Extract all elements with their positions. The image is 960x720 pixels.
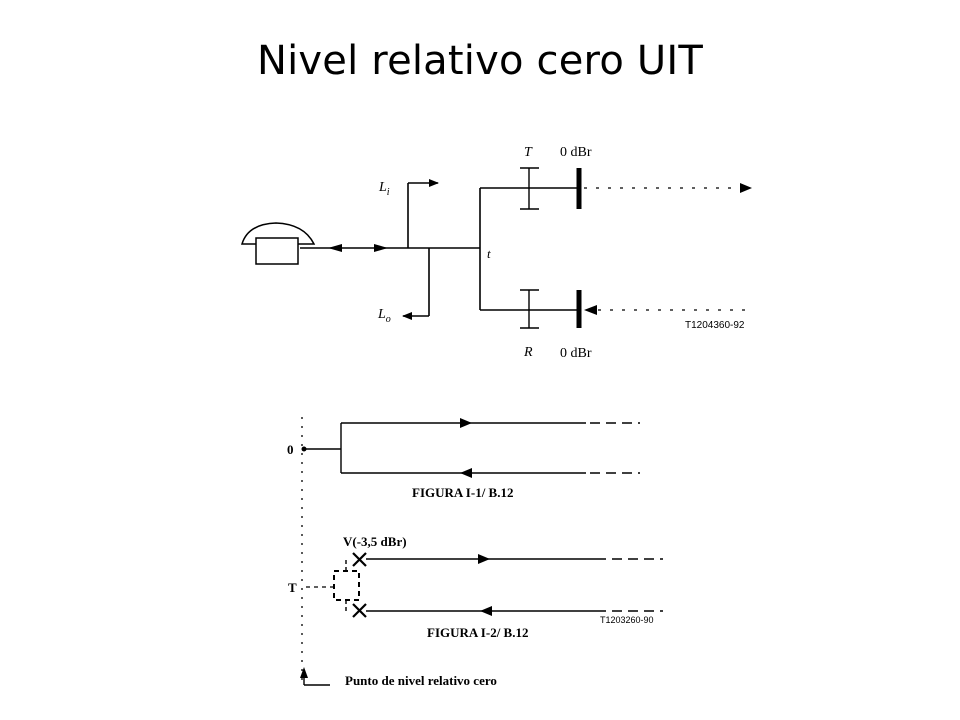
telephone-icon	[240, 222, 316, 265]
footer-pointer-arrow	[300, 667, 308, 678]
cross-mark-lower	[352, 603, 367, 618]
label-T: T	[524, 145, 533, 160]
label-zero: 0	[287, 442, 294, 457]
label-Li-main: L	[378, 180, 387, 195]
figure-code-top: T1204360-92	[685, 320, 745, 331]
fig1-lower-arrow	[460, 468, 472, 478]
transmit-arrowhead	[740, 183, 752, 193]
pad-dashed-box	[333, 570, 360, 601]
cross-mark-upper	[352, 552, 367, 567]
label-T-bottom: T	[288, 580, 297, 595]
bottom-level-diagram: 0 FIGURA I-1/ B.12 V(-3,5 dBr) T FIGURA …	[287, 417, 663, 688]
label-Li: Li	[378, 180, 390, 198]
fig2-upper-arrow	[478, 554, 490, 564]
label-Lo: Lo	[377, 307, 391, 325]
phone-link-arrow-right	[374, 244, 388, 252]
figure-code-bottom: T1203260-90	[600, 615, 654, 625]
top-circuit-diagram: T 0 dBr R 0 dBr t Li Lo T1204360-92	[240, 145, 752, 361]
fig1-upper-arrow	[460, 418, 472, 428]
caption-fig2: FIGURA I-2/ B.12	[427, 625, 528, 640]
caption-fig1: FIGURA I-1/ B.12	[412, 485, 513, 500]
label-t: t	[487, 246, 491, 261]
label-R: R	[523, 345, 533, 360]
label-dbr-top: 0 dBr	[560, 145, 592, 160]
label-v-level: V(-3,5 dBr)	[343, 534, 407, 549]
label-Lo-main: L	[377, 307, 386, 322]
tick-T	[520, 167, 539, 210]
slide-title: Nivel relativo cero UIT	[256, 38, 704, 84]
footer-note: Punto de nivel relativo cero	[345, 673, 497, 688]
receive-arrowhead	[584, 305, 597, 315]
phone-link-arrow-left	[328, 244, 342, 252]
fig2-lower-arrow	[480, 606, 492, 616]
tick-R	[520, 289, 539, 329]
label-Lo-sub: o	[386, 314, 391, 325]
label-dbr-bottom: 0 dBr	[560, 346, 592, 361]
label-Li-sub: i	[387, 187, 390, 198]
